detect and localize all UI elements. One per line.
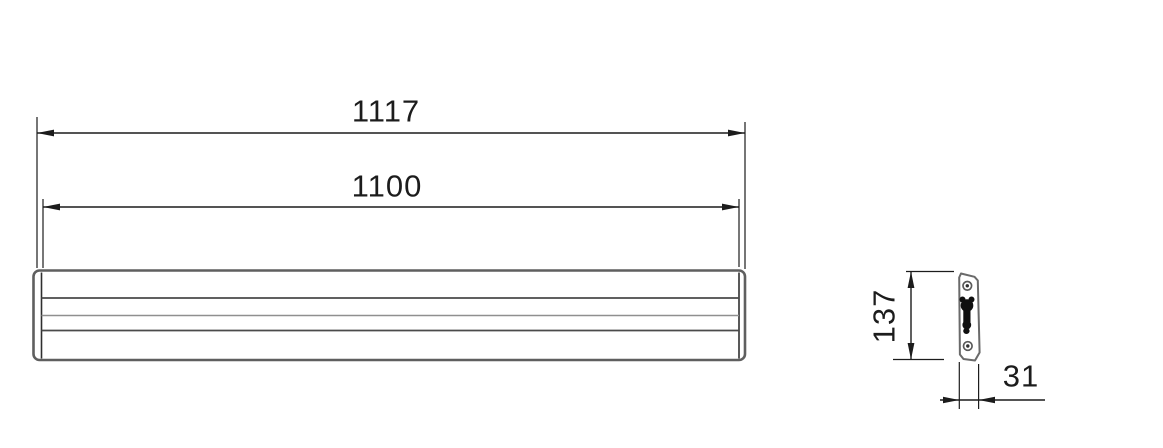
dimension-overall-width — [36, 117, 746, 269]
arrowhead-right-icon — [722, 203, 739, 211]
arrowhead-up-icon — [907, 271, 915, 288]
arrowhead-left-icon — [37, 129, 54, 137]
dimension-height — [893, 270, 954, 361]
front-view — [32, 269, 747, 362]
screw-hole-center-icon — [966, 344, 970, 348]
arrowhead-right-icon — [943, 396, 960, 404]
keyhole-slot-icon — [959, 296, 975, 334]
dimension-label-overall-width: 1117 — [351, 93, 421, 129]
dimension-inner-width — [42, 199, 740, 268]
dimension-label-height: 137 — [866, 288, 902, 344]
dimension-label-depth: 31 — [1002, 358, 1040, 394]
arrowhead-left-icon — [43, 203, 60, 211]
side-view — [958, 272, 981, 362]
dimension-depth — [940, 362, 1045, 409]
dimension-label-inner-width: 1100 — [351, 168, 423, 204]
arrowhead-left-icon — [978, 396, 995, 404]
arrowhead-right-icon — [728, 129, 745, 137]
arrowhead-down-icon — [907, 343, 915, 360]
screw-hole-center-icon — [965, 284, 969, 288]
